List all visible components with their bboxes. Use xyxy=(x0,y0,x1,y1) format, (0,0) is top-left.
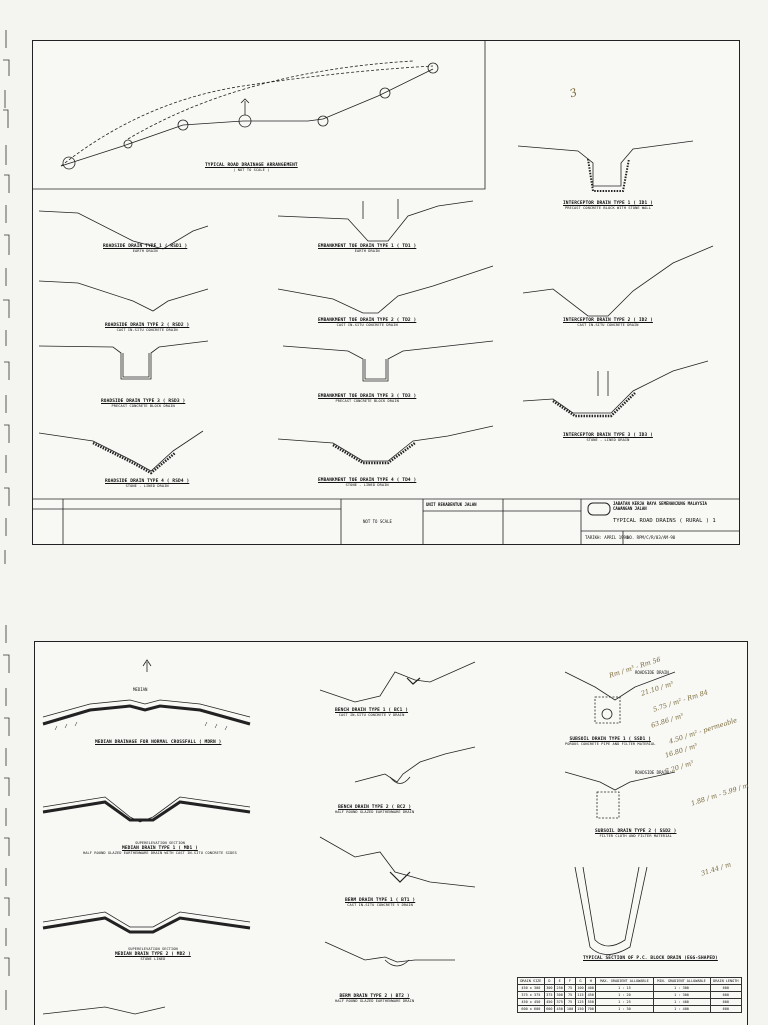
table-cell: 100 xyxy=(564,1005,576,1013)
titleblock-drawing-no: NO. RPM/C/R/03/AM-90 xyxy=(627,535,676,540)
table-header-cell: E xyxy=(554,977,566,985)
drain-label-td3: EMBANKMENT TOE DRAIN TYPE 3 ( TD3 )PRECA… xyxy=(318,394,417,403)
table-cell: 250 xyxy=(554,984,566,992)
table-cell: 600 xyxy=(709,991,743,999)
drawing-sheet-median-bench-drains: MEDIAN DRAINAGE FOR NORMAL CROSSFALL ( M… xyxy=(34,641,748,1025)
table-header-cell: MIN. GRADIENT ALLOWABLE xyxy=(652,977,711,985)
table-header-cell: H xyxy=(585,977,597,985)
sheet1-linework xyxy=(33,41,739,544)
drain-label-ssd2: SUBSOIL DRAIN TYPE 2 ( SSD2 )FILTER CLOT… xyxy=(595,829,677,838)
table-cell: 450 xyxy=(585,991,597,999)
table-cell: 75 xyxy=(564,998,576,1006)
table-header-cell: G xyxy=(574,977,587,985)
table-cell: 375 xyxy=(543,991,556,999)
table-cell: 115 xyxy=(574,991,587,999)
table-cell: 600 xyxy=(709,1005,743,1013)
drain-label-rsd1: ROADSIDE DRAIN TYPE 1 ( RSD1 )EARTH DRAI… xyxy=(103,244,188,253)
table-cell: 700 xyxy=(585,1005,597,1013)
table-cell: 600 xyxy=(709,984,743,992)
table-cell: 375 xyxy=(554,998,566,1006)
table-cell: 1 : 400 xyxy=(652,1005,711,1013)
table-cell: 150 xyxy=(574,1005,587,1013)
drain-label-rsd3: ROADSIDE DRAIN TYPE 3 ( RSD3 )PRECAST CO… xyxy=(101,399,186,408)
drain-label-mdrn: MEDIAN DRAINAGE FOR NORMAL CROSSFALL ( M… xyxy=(95,740,222,745)
drain-label-id2: INTERCEPTOR DRAIN TYPE 2 ( ID2 )CAST IN-… xyxy=(563,318,653,327)
table-cell: 375 x 375 xyxy=(517,991,545,999)
drain-label-bt2: BERM DRAIN TYPE 2 ( BT2 )HALF ROUND GLAZ… xyxy=(335,994,415,1003)
table-header-cell: D xyxy=(543,977,556,985)
table-header-cell: MAX. GRADIENT ALLOWABLE xyxy=(595,977,654,985)
table-cell: 300 xyxy=(554,991,566,999)
drain-label-ssd1: SUBSOIL DRAIN TYPE 1 ( SSD1 )POROUS CONC… xyxy=(565,737,656,746)
table-cell: 100 xyxy=(574,984,587,992)
drain-label-td1: EMBANKMENT TOE DRAIN TYPE 1 ( TD1 )EARTH… xyxy=(318,244,417,253)
titleblock-date: TARIKH: APRIL 1990 xyxy=(585,535,629,540)
label-median: MEDIAN xyxy=(133,687,148,692)
table-cell: 450 xyxy=(543,998,556,1006)
drain-label-td4: EMBANKMENT TOE DRAIN TYPE 4 ( TD4 )STONE… xyxy=(318,478,417,487)
table-cell: 1 : 400 xyxy=(652,998,711,1006)
table-cell: 400 xyxy=(585,984,597,992)
table-cell: 550 xyxy=(585,998,597,1006)
titleblock-scale: NOT TO SCALE xyxy=(363,519,392,524)
sheet2-linework xyxy=(42,659,676,1015)
table-cell: 1 : 25 xyxy=(595,998,654,1006)
table-cell: 450 x 300 xyxy=(517,984,545,992)
titleblock-drawing-title: TYPICAL ROAD DRAINS ( RURAL ) 1 xyxy=(613,518,716,524)
drawing-sheet-rural-drains: TYPICAL ROAD DRAINAGE ARRANGEMENT ( NOT … xyxy=(32,40,740,545)
table-cell: 1 : 15 xyxy=(595,984,654,992)
table-header-cell: DRAIN SIZE xyxy=(517,977,545,985)
label-roadside-drain-1: ROADSIDE DRAIN xyxy=(635,670,669,675)
drain-label-td2: EMBANKMENT TOE DRAIN TYPE 2 ( TD2 )CAST … xyxy=(318,318,417,327)
drain-label-bt1: BERM DRAIN TYPE 1 ( BT1 )CAST IN-SITU CO… xyxy=(345,898,416,907)
table-cell: 1 : 30 xyxy=(595,1005,654,1013)
table-header-cell: F xyxy=(564,977,576,985)
arrangement-title: TYPICAL ROAD DRAINAGE ARRANGEMENT ( NOT … xyxy=(205,163,298,172)
table-header-cell: DRAIN LENGTH xyxy=(709,977,743,985)
drain-label-bc2: BENCH DRAIN TYPE 2 ( BC2 )HALF ROUND GLA… xyxy=(335,805,415,814)
label-roadside-drain-2: ROADSIDE DRAIN xyxy=(635,770,669,775)
drain-label-rsd2: ROADSIDE DRAIN TYPE 2 ( RSD2 )CAST IN-SI… xyxy=(105,323,190,332)
table-cell: 450 x 450 xyxy=(517,998,545,1006)
table-cell: 1 : 300 xyxy=(652,984,711,992)
table-cell: 600 xyxy=(709,998,743,1006)
titleblock-unit: UNIT REKABENTUK JALAN xyxy=(426,502,477,507)
drain-label-id1: INTERCEPTOR DRAIN TYPE 1 ( ID1 )PRECAST … xyxy=(563,201,653,210)
table-cell: 450 xyxy=(554,1005,566,1013)
drain-label-pc-block: TYPICAL SECTION OF P.C. BLOCK DRAIN (EGG… xyxy=(583,956,718,961)
table-cell: 1 : 300 xyxy=(652,991,711,999)
table-cell: 1 : 20 xyxy=(595,991,654,999)
drain-label-id3: INTERCEPTOR DRAIN TYPE 3 ( ID3 )STONE - … xyxy=(563,433,653,442)
table-cell: 125 xyxy=(574,998,587,1006)
binder-edge xyxy=(3,30,10,1010)
drain-label-bc1: BENCH DRAIN TYPE 1 ( BC1 )CAST IN-SITU C… xyxy=(335,708,409,717)
table-cell: 75 xyxy=(564,984,576,992)
table-cell: 600 xyxy=(543,1005,556,1013)
table-cell: 75 xyxy=(564,991,576,999)
table-cell: 300 xyxy=(543,984,556,992)
table-cell: 600 x 600 xyxy=(517,1005,545,1013)
drain-label-rsd4: ROADSIDE DRAIN TYPE 4 ( RSD4 )STONE - LI… xyxy=(105,479,190,488)
